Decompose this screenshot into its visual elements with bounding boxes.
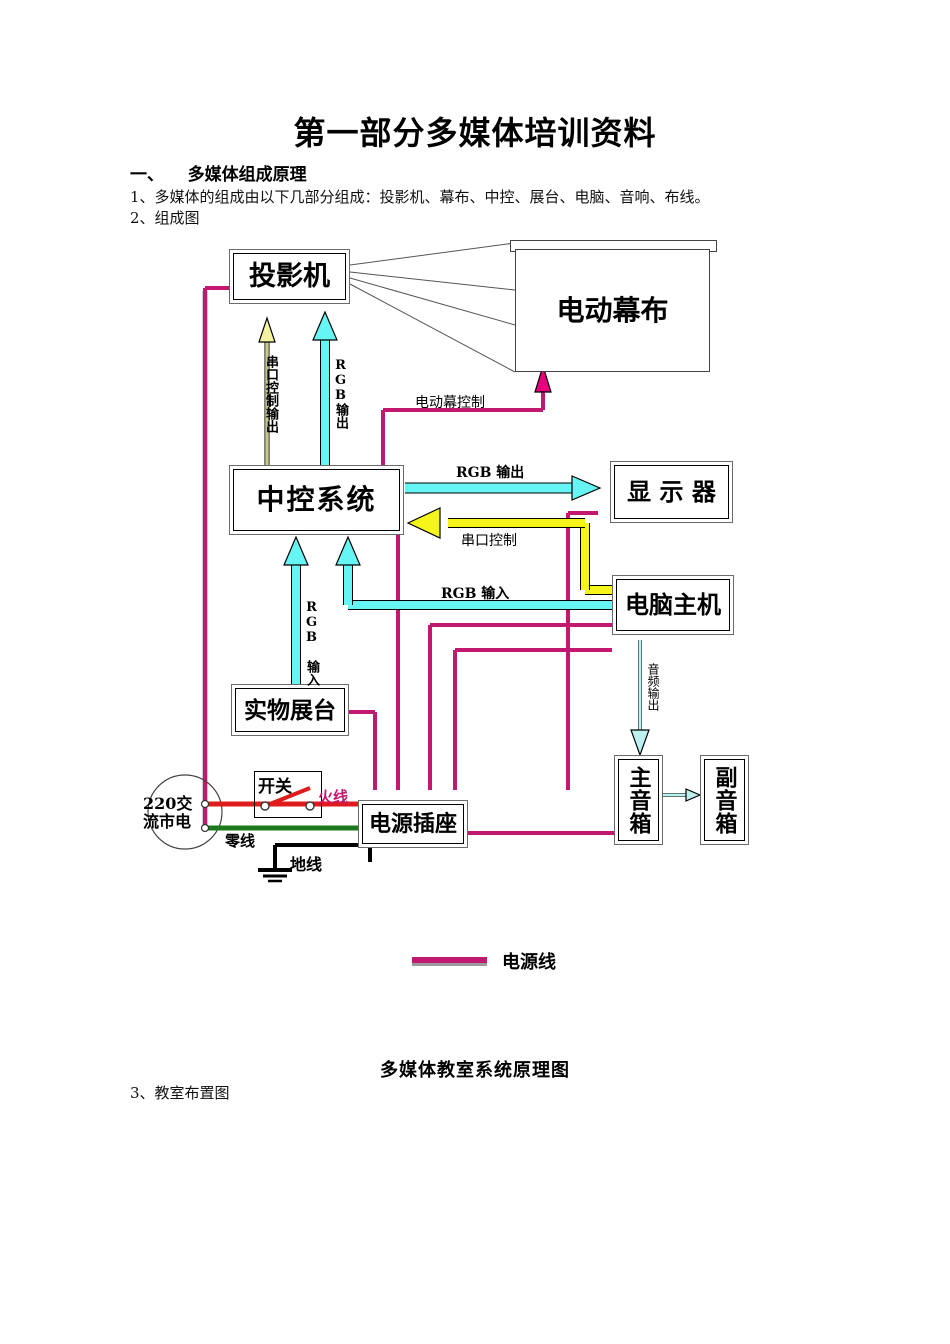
label-serial-ctrl-out: 串口控制输出 (263, 355, 278, 433)
node-main-speaker: 主音箱 (614, 755, 663, 845)
node-central-control: 中控系统 (229, 465, 404, 535)
node-monitor-label: 显 示 器 (627, 477, 716, 506)
label-screen-ctrl: 电动幕控制 (415, 395, 485, 411)
label-live-wire: 火线 (318, 788, 349, 806)
node-power-socket: 电源插座 (358, 800, 468, 848)
mains-wiring (147, 774, 372, 883)
node-visualizer: 实物展台 (231, 684, 349, 736)
node-switch (254, 771, 322, 818)
node-screen-label: 电动幕布 (556, 293, 669, 327)
node-mains-label: 220交 流市电 (143, 794, 193, 832)
node-projector-label: 投影机 (249, 261, 330, 292)
node-projector: 投影机 (229, 249, 350, 304)
serial-control-wires (258, 316, 612, 595)
power-wires (202, 286, 618, 835)
node-central-control-label: 中控系统 (256, 483, 377, 516)
node-computer-label: 电脑主机 (625, 590, 721, 619)
label-audio-out: 音频输出 (646, 663, 660, 711)
screen-control-arrow (534, 363, 552, 393)
node-visualizer-label: 实物展台 (244, 696, 336, 724)
node-screen: 电动幕布 (515, 249, 710, 372)
rgb-arrowheads (283, 310, 702, 802)
paragraph-2: 2、组成图 (130, 209, 200, 227)
node-sub-speaker-label: 副音箱 (711, 765, 738, 835)
legend-sample-line (412, 957, 487, 966)
label-rgb-in-visualizer: RGB 输入 (304, 600, 319, 686)
node-sub-speaker: 副音箱 (700, 755, 749, 845)
label-neutral-wire: 零线 (225, 832, 256, 850)
paragraph-1: 1、多媒体的组成由以下几部分组成：投影机、幕布、中控、展台、电脑、音响、布线。 (130, 188, 710, 206)
rgb-wires (291, 335, 690, 797)
node-power-socket-label: 电源插座 (368, 811, 457, 837)
label-ground-wire: 地线 (290, 855, 323, 874)
node-main-speaker-label: 主音箱 (625, 765, 652, 835)
label-rgb-in-pc: RGB 输入 (441, 586, 510, 602)
label-rgb-out-monitor: RGB 输出 (456, 465, 525, 481)
page-title: 第一部分多媒体培训资料 (293, 114, 657, 152)
paragraph-3: 3、教室布置图 (130, 1084, 230, 1102)
label-serial-ctrl: 串口控制 (461, 533, 517, 549)
label-rgb-out-projector: RGB输出 (333, 358, 348, 429)
projection-beam (349, 242, 516, 373)
node-computer: 电脑主机 (612, 575, 734, 635)
node-switch-label: 开关 (258, 777, 292, 797)
node-monitor: 显 示 器 (610, 461, 733, 523)
legend-power-line-label: 电源线 (502, 952, 556, 973)
section-heading: 一、 多媒体组成原理 (130, 165, 307, 185)
figure-caption: 多媒体教室系统原理图 (380, 1060, 570, 1081)
